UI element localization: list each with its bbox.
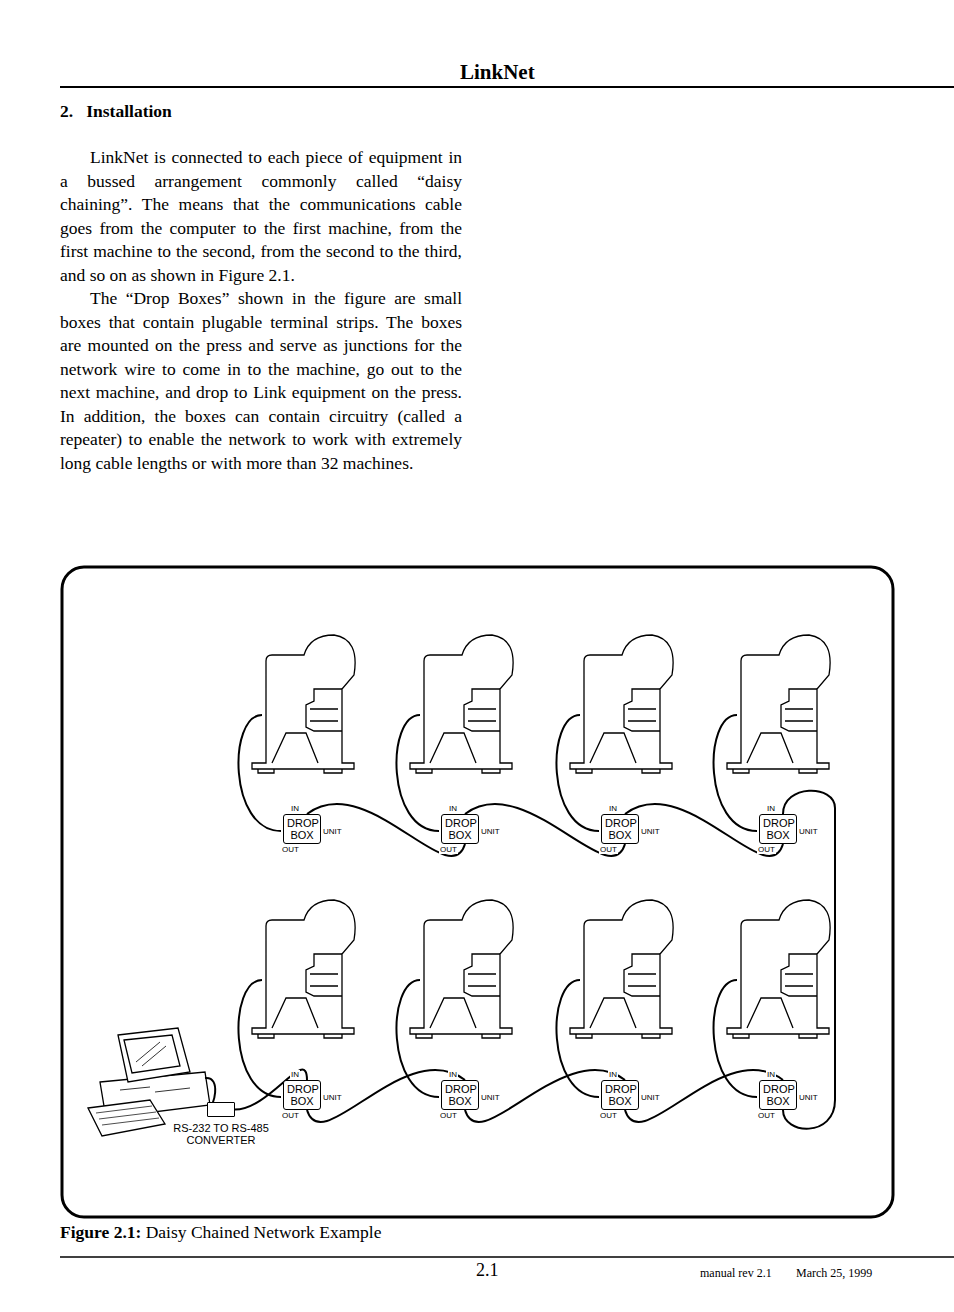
revision-date: March 25, 1999 [796, 1266, 872, 1281]
terminal-label: OUT [439, 845, 458, 854]
terminal-label: UNIT [798, 827, 819, 836]
section-heading: 2. Installation [60, 101, 172, 122]
rule [60, 1256, 954, 1258]
box-label: DROP BOX [763, 817, 793, 841]
terminal-label: IN [290, 1070, 300, 1079]
paragraph: LinkNet is connected to each piece of eq… [60, 146, 462, 287]
drop-box: DROP BOX [759, 814, 797, 844]
drop-box: DROP BOX [601, 814, 639, 844]
terminal-label: IN [448, 1070, 458, 1079]
figure-frame [62, 567, 893, 1217]
terminal-label: OUT [281, 1111, 300, 1120]
box-label: DROP BOX [605, 817, 635, 841]
terminal-label: IN [448, 804, 458, 813]
revision-note: manual rev 2.1 [700, 1266, 772, 1281]
terminal-label: UNIT [640, 827, 661, 836]
converter: RS-232 TO RS-485 CONVERTER [166, 1102, 276, 1146]
box-label: DROP BOX [445, 1083, 475, 1107]
box-label: DROP BOX [287, 817, 317, 841]
terminal-label: OUT [439, 1111, 458, 1120]
terminal-label: UNIT [798, 1093, 819, 1102]
box-label: DROP BOX [287, 1083, 317, 1107]
running-header: LinkNet [460, 60, 535, 85]
terminal-label: UNIT [480, 827, 501, 836]
drop-box: DROP BOX [441, 1080, 479, 1110]
figure-caption: Figure 2.1: Daisy Chained Network Exampl… [60, 1222, 381, 1243]
terminal-label: UNIT [322, 1093, 343, 1102]
computer [88, 1028, 210, 1136]
terminal-label: IN [766, 1070, 776, 1079]
box-label: DROP BOX [445, 817, 475, 841]
paragraph: The “Drop Boxes” shown in the figure are… [60, 287, 462, 475]
drop-box: DROP BOX [283, 814, 321, 844]
terminal-label: OUT [599, 1111, 618, 1120]
terminal-label: OUT [757, 1111, 776, 1120]
converter-label: RS-232 TO RS-485 CONVERTER [166, 1122, 276, 1146]
terminal-label: UNIT [640, 1093, 661, 1102]
text-column: LinkNet is connected to each piece of eq… [60, 146, 462, 475]
box-label: DROP BOX [763, 1083, 793, 1107]
terminal-label: IN [290, 804, 300, 813]
press-machines [252, 635, 830, 1038]
terminal-label: OUT [281, 845, 300, 854]
rule [60, 86, 954, 88]
terminal-label: IN [608, 1070, 618, 1079]
page-number: 2.1 [476, 1260, 499, 1281]
drop-box: DROP BOX [283, 1080, 321, 1110]
terminal-label: OUT [757, 845, 776, 854]
terminal-label: UNIT [322, 827, 343, 836]
drop-box: DROP BOX [601, 1080, 639, 1110]
box-label: DROP BOX [605, 1083, 635, 1107]
drop-box: DROP BOX [759, 1080, 797, 1110]
drop-box: DROP BOX [441, 814, 479, 844]
converter-body [207, 1102, 235, 1117]
terminal-label: IN [608, 804, 618, 813]
terminal-label: IN [766, 804, 776, 813]
press-drop-wires [238, 715, 757, 1097]
terminal-label: OUT [599, 845, 618, 854]
terminal-label: UNIT [480, 1093, 501, 1102]
